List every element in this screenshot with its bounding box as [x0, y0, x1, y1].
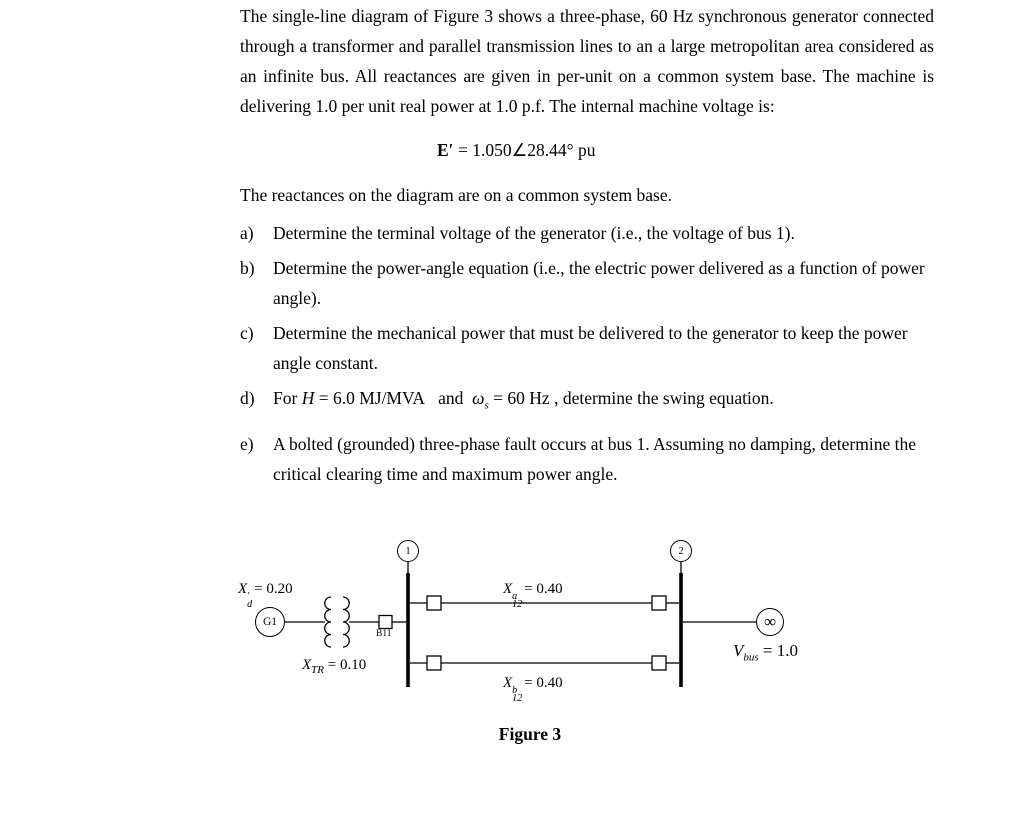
single-line-diagram-shapes: [285, 562, 756, 687]
item-b-label: b): [240, 258, 255, 278]
xd-base: X: [238, 581, 248, 597]
item-e-text: A bolted (grounded) three-phase fault oc…: [273, 433, 916, 484]
xtr-value: = 0.10: [327, 657, 367, 673]
x12a-sup: a: [512, 591, 518, 602]
xd-sub: d: [247, 599, 253, 610]
x12b-base: X: [503, 675, 513, 691]
breaker-b11-label: B11: [376, 629, 392, 639]
vbus-sub: bus: [743, 651, 759, 664]
transformer-primary-winding: [324, 596, 332, 648]
bus1-bar: [406, 573, 410, 687]
infinity-icon: ∞: [763, 612, 777, 631]
generator-g1-node: G1: [255, 607, 285, 637]
item-d-label: d): [240, 388, 255, 408]
question-item-b: b) Determine the power-angle equation (i…: [240, 253, 934, 313]
vbus-value: = 1.0: [762, 641, 799, 660]
line-b-right-breaker: [651, 655, 667, 671]
figure-caption: Figure 3: [498, 724, 562, 744]
generator-g1-label: G1: [262, 616, 278, 628]
item-a-label: a): [240, 223, 254, 243]
x12b-value: = 0.40: [524, 675, 563, 691]
problem-intro-paragraph: The single-line diagram of Figure 3 show…: [240, 6, 934, 116]
xtr-sub: TR: [311, 664, 325, 676]
x12b-sup: b: [512, 685, 518, 696]
breaker-b11-square: [378, 614, 393, 630]
vbus-voltage-label: Vbus = 1.0: [733, 641, 798, 663]
equation-rhs: = 1.050∠28.44° pu: [453, 140, 596, 160]
bus-2-number: 2: [678, 545, 684, 557]
vbus-base: V: [733, 641, 744, 660]
bus-1-number: 1: [405, 545, 411, 557]
transformer-secondary-winding: [342, 596, 350, 648]
line-a-left-breaker: [426, 595, 442, 611]
question-item-a: a) Determine the terminal voltage of the…: [240, 218, 934, 248]
question-item-c: c) Determine the mechanical power that m…: [240, 318, 934, 378]
item-c-text: Determine the mechanical power that must…: [273, 323, 908, 373]
bus-2-node: 2: [670, 540, 692, 562]
infinite-bus-node: ∞: [756, 608, 784, 636]
item-b-text: Determine the power-angle equation (i.e.…: [273, 258, 925, 308]
x12a-sub: 12: [512, 599, 523, 610]
item-d-segment-post: = 60 Hz , determine the swing equation.: [488, 388, 774, 408]
x12b-sub: 12: [512, 693, 523, 704]
equation-lhs: E′: [437, 140, 454, 160]
xtr-base: X: [302, 657, 312, 673]
xd-reactance-label: X′d= 0.20: [238, 581, 293, 610]
item-d-segment-mid: = 6.0 MJ/MVA and: [314, 388, 473, 408]
question-list: a) Determine the terminal voltage of the…: [240, 218, 934, 489]
item-a-text: Determine the terminal voltage of the ge…: [273, 223, 795, 243]
bus2-bar: [679, 573, 683, 687]
question-item-e: e) A bolted (grounded) three-phase fault…: [240, 429, 934, 489]
bus-1-node: 1: [397, 540, 419, 562]
line-a-right-breaker: [651, 595, 667, 611]
xd-sup: ′: [247, 591, 250, 602]
line-b-left-breaker: [426, 655, 442, 671]
problem-statement: The single-line diagram of Figure 3 show…: [240, 1, 934, 494]
x12a-base: X: [503, 581, 513, 597]
xtr-reactance-label: XTR = 0.10: [302, 657, 366, 676]
item-d-segment-pre: For: [273, 388, 302, 408]
xd-value: = 0.20: [254, 581, 293, 597]
item-d-variable-omega: ω: [472, 388, 485, 408]
item-d-variable-H: H: [301, 388, 315, 408]
item-e-label: e): [240, 433, 254, 454]
item-d-text: For H = 6.0 MJ/MVA and ωs = 60 Hz , dete…: [273, 383, 925, 421]
reactance-note: The reactances on the diagram are on a c…: [240, 185, 672, 205]
question-item-d: d) For H = 6.0 MJ/MVA and ωs = 60 Hz , d…: [240, 383, 934, 421]
x12a-value: = 0.40: [524, 581, 563, 597]
machine-voltage-equation: E′ = 1.050∠28.44° pu: [240, 135, 934, 165]
item-d-omega-subscript: s: [484, 399, 489, 412]
item-c-label: c): [240, 323, 254, 343]
